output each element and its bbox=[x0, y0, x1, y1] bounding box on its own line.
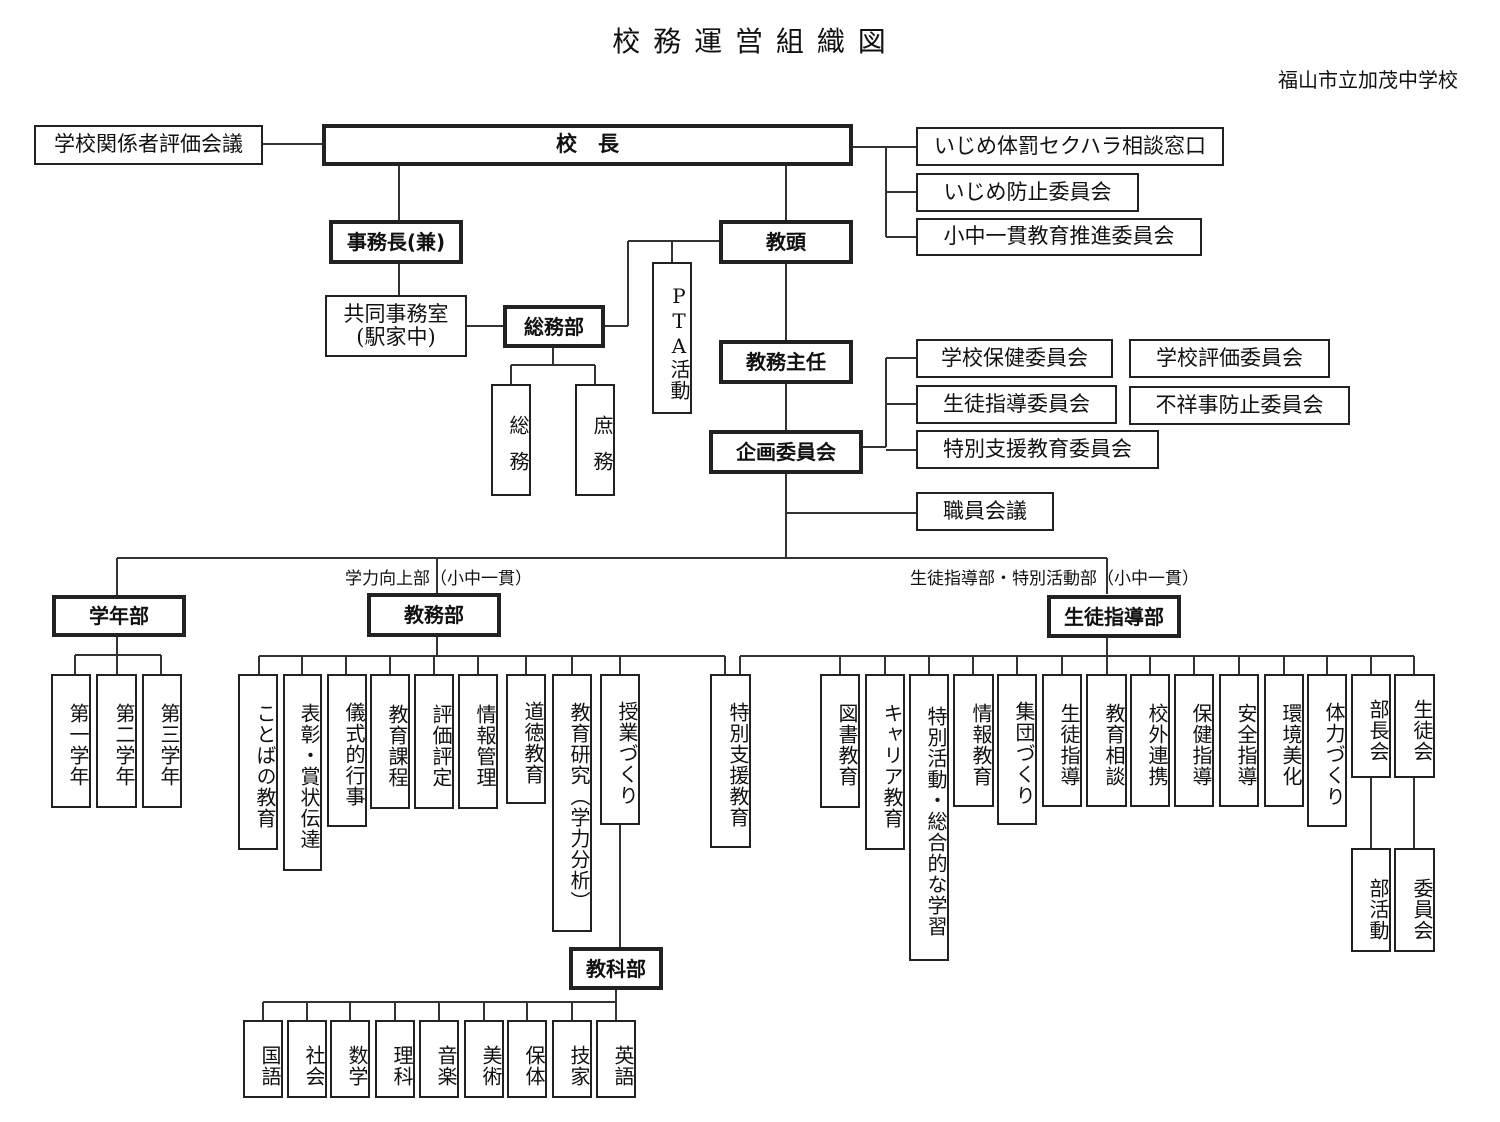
academic-item: 儀式的行事 bbox=[327, 674, 367, 827]
vice-principal-box: 教頭 bbox=[719, 220, 853, 264]
student-item: 保健指導 bbox=[1174, 674, 1214, 807]
student-item: キャリア教育 bbox=[865, 674, 905, 850]
student-item: 環境美化 bbox=[1264, 674, 1304, 807]
subject-dept-box: 教科部 bbox=[569, 947, 663, 990]
bullying-consult-box: いじめ体罰セクハラ相談窓口 bbox=[916, 127, 1224, 166]
student-item: 情報教育 bbox=[953, 674, 994, 807]
elem-middle-box: 小中一貫教育推進委員会 bbox=[916, 218, 1202, 256]
subject-item: 社会 bbox=[287, 1020, 327, 1098]
eval-council-box: 学校関係者評価会議 bbox=[34, 125, 263, 165]
committee-box: 委員会 bbox=[1394, 848, 1435, 952]
planning-box: 企画委員会 bbox=[709, 430, 863, 474]
academic-item: 教育課程 bbox=[370, 674, 410, 809]
special-support-box: 特別支援教育 bbox=[710, 674, 751, 848]
subject-item: 国語 bbox=[243, 1020, 283, 1098]
student-item: 校外連携 bbox=[1130, 674, 1170, 807]
shomu-box: 庶務 bbox=[575, 384, 615, 496]
student-item: 生徒指導 bbox=[1042, 674, 1082, 807]
academic-item: 授業づくり bbox=[600, 674, 640, 825]
school-eval-box: 学校評価委員会 bbox=[1129, 339, 1330, 378]
general-affairs-box: 総務部 bbox=[503, 305, 605, 348]
joint-office-sub: (駅家中) bbox=[356, 325, 436, 349]
pta-box: PTA活動 bbox=[652, 262, 692, 414]
grade-item: 第一学年 bbox=[51, 674, 91, 808]
club-activities-box: 部活動 bbox=[1351, 848, 1391, 952]
student-activity-label: 生徒指導部・特別活動部（小中一貫） bbox=[910, 569, 1199, 589]
student-item: 集団づくり bbox=[997, 674, 1037, 825]
grade-item: 第二学年 bbox=[96, 674, 137, 808]
office-chief-box: 事務長(兼) bbox=[329, 220, 463, 264]
academic-dept-box: 教務部 bbox=[367, 593, 501, 637]
subject-item: 理科 bbox=[375, 1020, 415, 1098]
subject-item: 音楽 bbox=[419, 1020, 459, 1098]
student-item: 図書教育 bbox=[820, 674, 860, 808]
academic-item: 教育研究（学力分析） bbox=[552, 674, 592, 932]
subject-item: 技家 bbox=[552, 1020, 592, 1098]
student-dept-box: 生徒指導部 bbox=[1047, 595, 1181, 638]
academic-chief-box: 教務主任 bbox=[719, 340, 853, 384]
academic-item: 情報管理 bbox=[458, 674, 498, 809]
principal-box: 校 長 bbox=[322, 124, 853, 166]
student-item: 体力づくり bbox=[1307, 674, 1347, 827]
grade-dept-box: 学年部 bbox=[52, 595, 186, 637]
student-guidance-comm-box: 生徒指導委員会 bbox=[916, 385, 1117, 424]
academic-item: 道徳教育 bbox=[506, 674, 546, 804]
student-item: 特別活動・総合的な学習 bbox=[909, 674, 949, 961]
grade-item: 第三学年 bbox=[142, 674, 182, 808]
academic-item: ことばの教育 bbox=[238, 674, 278, 850]
student-item: 教育相談 bbox=[1086, 674, 1127, 807]
soumu-box: 総務 bbox=[491, 384, 531, 496]
staff-meeting-box: 職員会議 bbox=[916, 492, 1054, 531]
school-health-box: 学校保健委員会 bbox=[916, 339, 1113, 378]
academic-item: 表彰・賞状伝達 bbox=[283, 674, 322, 871]
misconduct-prevention-box: 不祥事防止委員会 bbox=[1129, 386, 1350, 425]
subject-item: 数学 bbox=[330, 1020, 370, 1098]
special-support-comm-box: 特別支援教育委員会 bbox=[916, 430, 1159, 469]
student-item: 部長会 bbox=[1351, 674, 1391, 778]
student-item: 生徒会 bbox=[1394, 674, 1435, 778]
subject-item: 英語 bbox=[596, 1020, 636, 1098]
page-title: 校 務 運 営 組 織 図 bbox=[612, 25, 888, 58]
academic-item: 評価評定 bbox=[414, 674, 454, 809]
school-name: 福山市立加茂中学校 bbox=[1278, 68, 1458, 92]
subject-item: 保体 bbox=[507, 1020, 547, 1098]
student-item: 安全指導 bbox=[1219, 674, 1259, 807]
academic-improvement-label: 学力向上部（小中一貫） bbox=[345, 569, 532, 589]
bullying-prevention-box: いじめ防止委員会 bbox=[916, 173, 1139, 212]
joint-office-box: 共同事務室 (駅家中) bbox=[325, 295, 467, 357]
subject-item: 美術 bbox=[464, 1020, 504, 1098]
joint-office-label: 共同事務室 bbox=[343, 301, 449, 326]
